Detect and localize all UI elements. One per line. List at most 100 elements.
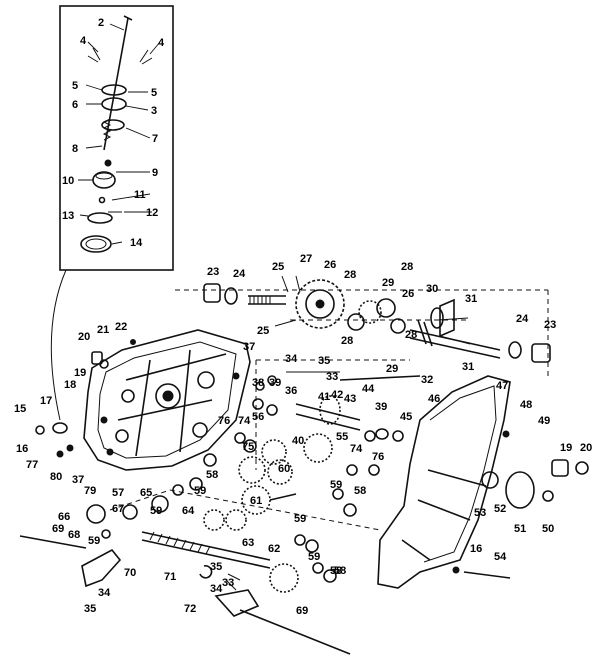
callout-49: 49 — [538, 415, 550, 427]
callout-59: 59 — [330, 479, 342, 491]
callout-5: 5 — [151, 87, 157, 99]
callout-69: 69 — [52, 523, 64, 535]
upper-shaft-assembly — [175, 275, 551, 380]
callout-55: 55 — [336, 431, 348, 443]
callout-19: 19 — [560, 442, 572, 454]
callout-29: 29 — [382, 277, 394, 289]
callout-59: 59 — [150, 505, 162, 517]
callout-33: 33 — [222, 577, 234, 589]
callout-5: 5 — [72, 80, 78, 92]
callout-54: 54 — [494, 551, 507, 563]
callout-6: 6 — [72, 99, 78, 111]
callout-33: 33 — [326, 371, 338, 383]
callout-50: 50 — [542, 523, 554, 535]
callout-71: 71 — [164, 571, 176, 583]
left-housing — [83, 329, 251, 471]
callout-56: 56 — [252, 411, 264, 423]
callout-3: 3 — [151, 105, 157, 117]
callout-31: 31 — [465, 293, 477, 305]
callout-46: 46 — [428, 393, 440, 405]
callout-18: 18 — [64, 379, 76, 391]
callout-43: 43 — [344, 393, 356, 405]
callout-20: 20 — [78, 331, 90, 343]
callout-9: 9 — [152, 167, 158, 179]
callout-75: 75 — [242, 441, 254, 453]
callout-4: 4 — [158, 37, 165, 49]
callout-28: 28 — [341, 335, 353, 347]
middle-gears — [172, 359, 421, 517]
callout-48: 48 — [520, 399, 532, 411]
right-housing — [377, 375, 589, 589]
callout-34: 34 — [98, 587, 111, 599]
callout-65: 65 — [140, 487, 152, 499]
callout-79: 79 — [84, 485, 96, 497]
callout-17: 17 — [40, 395, 52, 407]
callout-58: 58 — [354, 485, 366, 497]
callout-76: 76 — [372, 451, 384, 463]
callout-60: 60 — [278, 463, 290, 475]
callout-2: 2 — [98, 17, 104, 29]
callout-51: 51 — [514, 523, 526, 535]
callout-12: 12 — [146, 207, 158, 219]
callout-14: 14 — [130, 237, 143, 249]
callout-24: 24 — [516, 313, 529, 325]
callout-15: 15 — [14, 403, 26, 415]
callout-25: 25 — [272, 261, 284, 273]
callout-58: 58 — [330, 565, 342, 577]
callout-52: 52 — [494, 503, 506, 515]
callout-16: 16 — [16, 443, 28, 455]
callout-45: 45 — [400, 411, 412, 423]
callout-35: 35 — [84, 603, 96, 615]
callout-59: 59 — [294, 513, 306, 525]
callout-34: 34 — [210, 583, 223, 595]
callout-23: 23 — [544, 319, 556, 331]
callout-29: 29 — [386, 363, 398, 375]
callout-58: 58 — [206, 469, 218, 481]
callout-35: 35 — [210, 561, 222, 573]
callout-20: 20 — [580, 442, 592, 454]
callout-23: 23 — [207, 266, 219, 278]
callout-26: 26 — [324, 259, 336, 271]
callout-39: 39 — [269, 377, 281, 389]
callout-7: 7 — [152, 133, 158, 145]
callout-69: 69 — [296, 605, 308, 617]
callout-34: 34 — [285, 353, 298, 365]
callout-59: 59 — [194, 485, 206, 497]
callout-74: 74 — [238, 415, 251, 427]
callout-8: 8 — [72, 143, 78, 155]
callout-28: 28 — [401, 261, 413, 273]
callout-74: 74 — [350, 443, 363, 455]
callout-59: 59 — [308, 551, 320, 563]
callout-64: 64 — [182, 505, 195, 517]
callout-72: 72 — [184, 603, 196, 615]
callout-59: 59 — [88, 535, 100, 547]
callout-66: 66 — [58, 511, 70, 523]
callout-25: 25 — [257, 325, 269, 337]
callout-30: 30 — [426, 283, 438, 295]
callout-28: 28 — [405, 329, 417, 341]
callout-35: 35 — [318, 355, 330, 367]
callout-37: 37 — [243, 341, 255, 353]
callout-67: 67 — [112, 503, 124, 515]
callout-28: 28 — [344, 269, 356, 281]
callout-47: 47 — [496, 380, 508, 392]
shift-assembly-inset — [50, 5, 174, 421]
callout-62: 62 — [268, 543, 280, 555]
callout-24: 24 — [233, 268, 246, 280]
callout-31: 31 — [462, 361, 474, 373]
callout-39: 39 — [375, 401, 387, 413]
callout-40: 40 — [292, 435, 304, 447]
callout-80: 80 — [50, 471, 62, 483]
callout-58: 58 — [334, 565, 346, 577]
callout-labels: 2 4 4 5 5 6 3 7 8 9 10 11 12 13 14 23 24… — [14, 17, 592, 617]
callout-22: 22 — [115, 321, 127, 333]
callout-16: 16 — [470, 543, 482, 555]
callout-11: 11 — [134, 189, 146, 201]
callout-26: 26 — [402, 288, 414, 300]
callout-36: 36 — [285, 385, 297, 397]
callout-57: 57 — [112, 487, 124, 499]
callout-19: 19 — [74, 367, 86, 379]
callout-77: 77 — [26, 459, 38, 471]
